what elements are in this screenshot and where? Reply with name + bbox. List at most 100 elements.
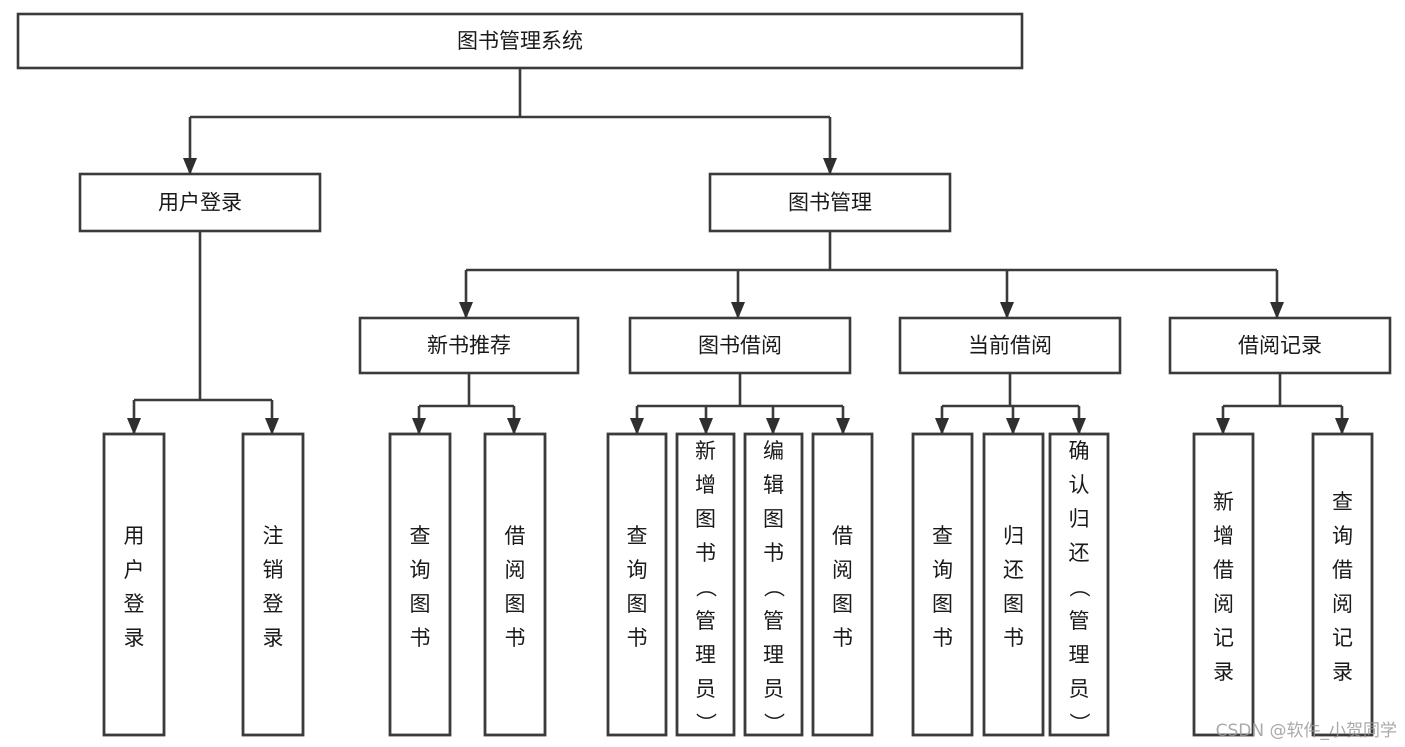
node-box-leaf-confirm-return[interactable] — [1048, 432, 1110, 737]
svg-text:录: 录 — [1213, 660, 1234, 684]
svg-text:辑: 辑 — [763, 473, 784, 497]
svg-text:编: 编 — [763, 439, 784, 463]
node-box-leaf-add-record[interactable] — [1192, 432, 1255, 737]
node-box-leaf-query-book-3[interactable] — [911, 432, 974, 737]
svg-text:管: 管 — [763, 609, 784, 633]
node-box-new-book-recommend[interactable] — [358, 316, 580, 375]
svg-text:书: 书 — [832, 626, 853, 650]
node-box-book-borrow[interactable] — [628, 316, 852, 375]
svg-text:询: 询 — [932, 558, 953, 582]
svg-text:记: 记 — [1213, 626, 1234, 650]
node-label-borrow-record: 借阅记录 — [1238, 334, 1322, 358]
node-box-leaf-query-record[interactable] — [1311, 432, 1374, 737]
arrow-head-icon — [731, 302, 745, 319]
node-leaf-user-login[interactable]: 用户登录 — [102, 432, 166, 737]
arrow-head-icon — [935, 418, 949, 435]
svg-text:还: 还 — [1003, 558, 1024, 582]
svg-text:员: 员 — [1069, 677, 1090, 701]
arrow-head-icon — [1000, 302, 1014, 319]
svg-text:增: 增 — [1213, 524, 1234, 548]
svg-text:询: 询 — [410, 558, 431, 582]
svg-text:管: 管 — [695, 609, 716, 633]
node-book-manage[interactable]: 图书管理 — [708, 172, 952, 233]
svg-text:图: 图 — [832, 592, 853, 616]
node-box-leaf-query-book-1[interactable] — [388, 432, 452, 737]
node-label-book-borrow: 图书借阅 — [698, 334, 782, 358]
svg-text:新: 新 — [695, 439, 716, 463]
svg-text:书: 书 — [627, 626, 648, 650]
svg-text:询: 询 — [627, 558, 648, 582]
svg-text:图: 图 — [505, 592, 526, 616]
node-box-leaf-query-book-2[interactable] — [606, 432, 668, 737]
svg-text:书: 书 — [763, 541, 784, 565]
node-box-leaf-user-login[interactable] — [102, 432, 166, 737]
node-label-new-book-recommend: 新书推荐 — [427, 334, 511, 358]
node-label-root: 图书管理系统 — [457, 29, 583, 53]
node-label-current-borrow: 当前借阅 — [968, 334, 1052, 358]
node-box-current-borrow[interactable] — [898, 316, 1122, 375]
arrow-head-icon — [127, 418, 141, 435]
svg-text:书: 书 — [695, 541, 716, 565]
arrow-head-icon — [183, 158, 197, 175]
connector-group-bus-book-borrow — [630, 373, 850, 435]
svg-text:登: 登 — [124, 592, 145, 616]
node-box-root[interactable] — [16, 12, 1024, 70]
node-box-leaf-logout[interactable] — [241, 432, 305, 737]
arrow-head-icon — [766, 418, 780, 435]
node-box-leaf-add-book[interactable] — [675, 432, 736, 737]
node-current-borrow[interactable]: 当前借阅 — [898, 316, 1122, 375]
svg-text:注: 注 — [263, 524, 284, 548]
node-box-leaf-borrow-book-1[interactable] — [483, 432, 547, 737]
node-box-leaf-return-book[interactable] — [982, 432, 1045, 737]
node-box-borrow-record[interactable] — [1168, 316, 1392, 375]
svg-text:书: 书 — [505, 626, 526, 650]
arrow-head-icon — [823, 158, 837, 175]
node-label-leaf-user-login: 用户登录 — [124, 524, 145, 650]
svg-text:图: 图 — [410, 592, 431, 616]
node-user-login[interactable]: 用户登录 — [78, 172, 322, 233]
svg-text:记: 记 — [1332, 626, 1353, 650]
node-box-leaf-edit-book[interactable] — [743, 432, 804, 737]
svg-text:查: 查 — [1332, 490, 1353, 514]
svg-text:理: 理 — [695, 643, 716, 667]
svg-text:理: 理 — [763, 643, 784, 667]
connector-group-bus-user-login — [127, 231, 279, 435]
connector-group-bus-root — [183, 68, 837, 175]
node-box-user-login[interactable] — [78, 172, 322, 233]
arrow-head-icon — [1072, 418, 1086, 435]
node-box-leaf-borrow-book-2[interactable] — [811, 432, 874, 737]
svg-text:理: 理 — [1069, 643, 1090, 667]
connector-group-bus-new-book — [412, 373, 521, 435]
arrow-head-icon — [699, 418, 713, 435]
node-borrow-record[interactable]: 借阅记录 — [1168, 316, 1392, 375]
node-box-book-manage[interactable] — [708, 172, 952, 233]
svg-text:阅: 阅 — [832, 558, 853, 582]
svg-text:阅: 阅 — [1332, 592, 1353, 616]
svg-text:查: 查 — [627, 524, 648, 548]
svg-text:查: 查 — [410, 524, 431, 548]
node-book-borrow[interactable]: 图书借阅 — [628, 316, 852, 375]
node-root[interactable]: 图书管理系统 — [16, 12, 1024, 70]
node-new-book-recommend[interactable]: 新书推荐 — [358, 316, 580, 375]
connector-group-bus-book-manage — [459, 231, 1284, 319]
node-layer: 图书管理系统用户登录图书管理新书推荐图书借阅当前借阅借阅记录用户登录注销登录查询… — [16, 12, 1392, 737]
svg-text:管: 管 — [1069, 609, 1090, 633]
svg-text:认: 认 — [1069, 473, 1090, 497]
svg-text:查: 查 — [932, 524, 953, 548]
